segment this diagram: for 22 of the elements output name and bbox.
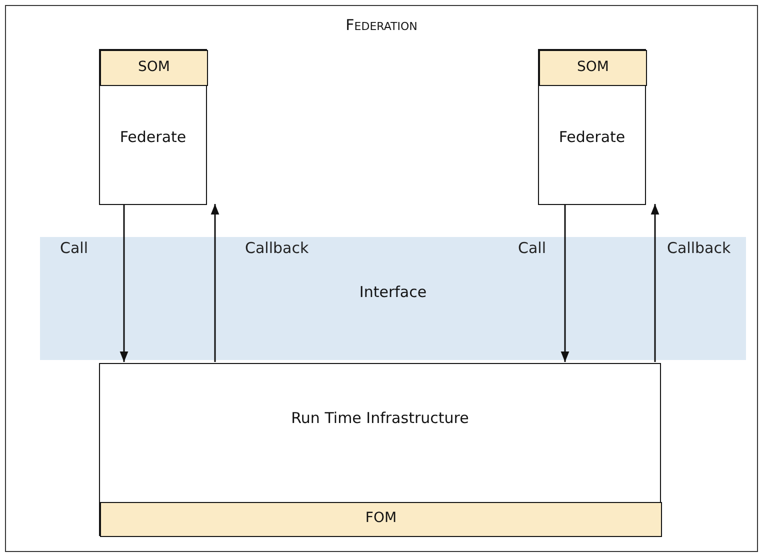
- edge-label: Call: [518, 239, 546, 257]
- edge-label: Callback: [667, 239, 731, 257]
- model-band: [539, 50, 647, 86]
- component-box: [99, 49, 207, 205]
- arrow: [210, 204, 220, 362]
- node-label: SOM: [576, 59, 610, 75]
- group-label: Federation: [344, 16, 418, 34]
- arrow: [120, 204, 128, 362]
- node-label: Federate: [118, 128, 188, 146]
- model-band: [100, 50, 208, 86]
- component-box: [99, 363, 661, 536]
- model-band: [100, 502, 662, 537]
- node-label: Federate: [558, 128, 626, 146]
- node-label: Run Time Infrastructure: [290, 409, 470, 427]
- edge-label: Callback: [245, 239, 309, 257]
- node-label: SOM: [137, 59, 171, 75]
- region-label: Interface: [359, 283, 427, 301]
- arrow: [650, 204, 660, 362]
- node-label: FOM: [364, 510, 398, 526]
- arrow: [560, 204, 570, 362]
- component-box: [538, 49, 646, 205]
- edge-label: Call: [60, 239, 88, 257]
